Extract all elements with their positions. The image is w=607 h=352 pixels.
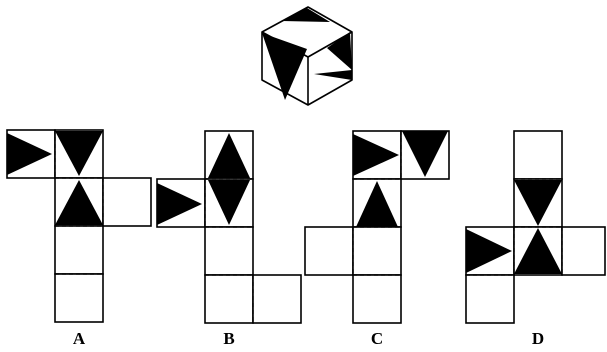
net-face: [54, 225, 104, 275]
black-triangle: [353, 134, 399, 176]
black-triangle: [356, 181, 398, 227]
net-face: [352, 226, 402, 276]
black-triangle: [466, 229, 512, 273]
black-triangle: [514, 228, 562, 274]
black-triangle: [7, 133, 52, 175]
net-face: [304, 226, 354, 276]
black-triangle: [157, 183, 202, 225]
cube-right-black-triangle-upper: [327, 32, 352, 70]
net-face: [561, 226, 606, 276]
black-triangle: [402, 131, 448, 177]
black-triangle: [55, 180, 103, 225]
option-b-net[interactable]: B: [156, 130, 302, 348]
option-label: C: [371, 329, 383, 348]
black-triangle: [208, 133, 250, 178]
net-face: [465, 274, 515, 324]
option-label: A: [73, 329, 86, 348]
cube-left-black-triangle: [262, 33, 307, 100]
option-a-net[interactable]: A: [6, 129, 152, 348]
net-face: [252, 274, 302, 324]
reference-cube: [261, 6, 353, 106]
option-d-net[interactable]: D: [465, 130, 606, 348]
net-face: [352, 274, 402, 324]
black-triangle: [514, 180, 562, 226]
black-triangle: [208, 180, 250, 225]
net-face: [204, 226, 254, 276]
option-label: B: [223, 329, 234, 348]
option-label: D: [532, 329, 544, 348]
cube-outline: [261, 6, 353, 106]
cube-right-black-triangle-lower: [314, 70, 352, 80]
option-c-net[interactable]: C: [304, 130, 450, 348]
cube-top-black-triangle: [282, 8, 330, 22]
net-face: [204, 274, 254, 324]
net-face: [102, 177, 152, 227]
black-triangle: [55, 131, 103, 176]
net-face: [513, 130, 563, 180]
net-face: [54, 273, 104, 323]
